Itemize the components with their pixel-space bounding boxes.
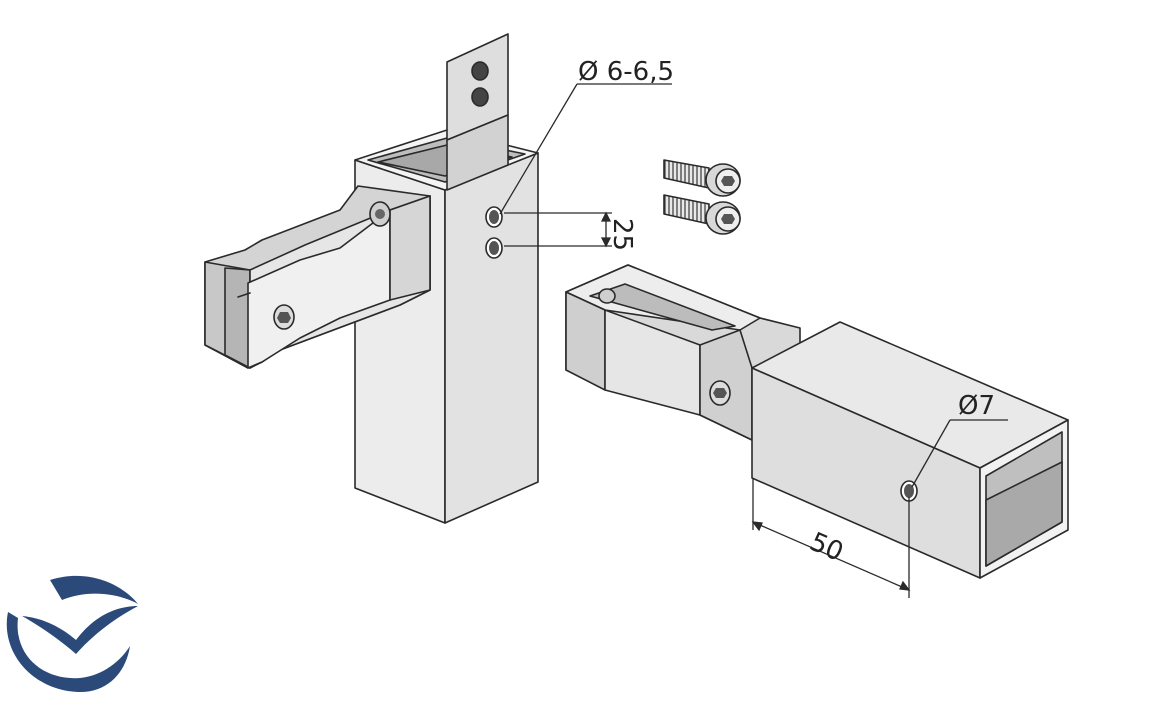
right-clamp	[565, 264, 801, 441]
dim-label-spacing: 25	[607, 218, 637, 251]
horizontal-tube	[751, 321, 1069, 579]
dim-label-hole-side: Ø7	[958, 391, 995, 421]
mounting-plate	[446, 33, 509, 191]
bird-logo-icon	[6, 575, 138, 693]
dim-label-distance: 50	[805, 527, 847, 568]
dim-label-hole-top: Ø 6-6,5	[578, 57, 674, 87]
screw-lower	[663, 194, 741, 235]
left-clamp	[204, 185, 431, 369]
vertical-post	[354, 33, 539, 524]
plate-hole-top	[471, 61, 489, 81]
dimension-lines	[499, 83, 1008, 598]
plate-hole-bottom	[471, 87, 489, 107]
screw-upper	[663, 159, 741, 197]
